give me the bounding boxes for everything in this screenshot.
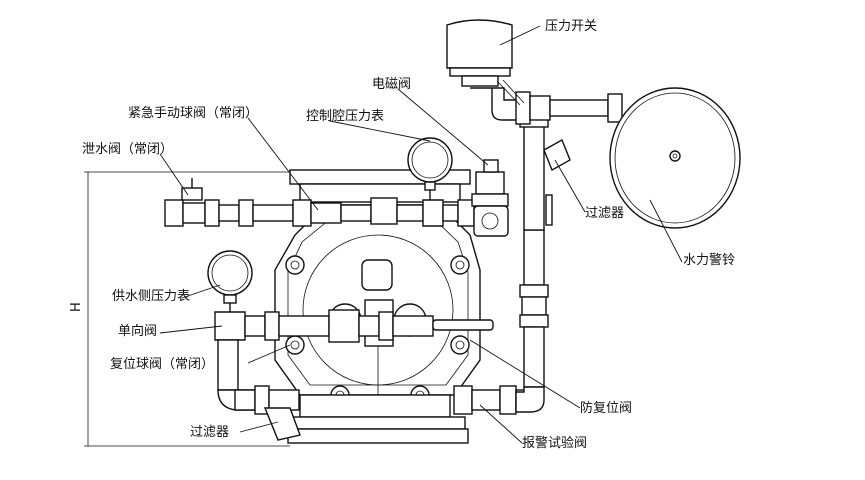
bell-feed-pipe — [470, 87, 623, 125]
label-water-alarm-bell: 水力警铃 — [683, 252, 735, 268]
label-reset-ball-valve: 复位球阀（常闭） — [110, 357, 214, 372]
top-trim-pipe — [164, 178, 475, 227]
label-drain-valve: 泄水阀（常闭） — [82, 142, 173, 157]
label-filter-bottom: 过滤器 — [190, 425, 229, 440]
label-emergency-ball-valve: 紧急手动球阀（常闭） — [128, 106, 258, 121]
supply-side-gauge — [207, 250, 253, 312]
labels: 压力开关 电磁阀 控制腔压力表 紧急手动球阀（常闭） 泄水阀（常闭） 供水侧压力… — [82, 19, 735, 451]
solenoid-valve — [471, 159, 509, 237]
leader-lines — [159, 25, 683, 444]
label-pressure-switch: 压力开关 — [545, 19, 597, 34]
label-check-valve: 单向阀 — [118, 323, 157, 339]
label-alarm-test-valve: 报警试验阀 — [522, 435, 587, 451]
label-control-chamber-gauge: 控制腔压力表 — [306, 109, 384, 124]
dimension-label: H — [69, 302, 84, 312]
label-filter-right: 过滤器 — [585, 206, 624, 221]
dimension-line: H — [69, 171, 300, 447]
control-chamber-gauge — [407, 137, 453, 200]
label-supply-side-gauge: 供水侧压力表 — [112, 289, 190, 304]
label-solenoid-valve: 电磁阀 — [372, 77, 411, 92]
check-valve-branch — [214, 309, 494, 411]
pressure-switch — [446, 19, 525, 106]
water-alarm-bell — [609, 87, 741, 229]
alarm-line-pipe — [515, 114, 571, 413]
label-anti-reset-valve: 防复位阀 — [580, 400, 632, 416]
